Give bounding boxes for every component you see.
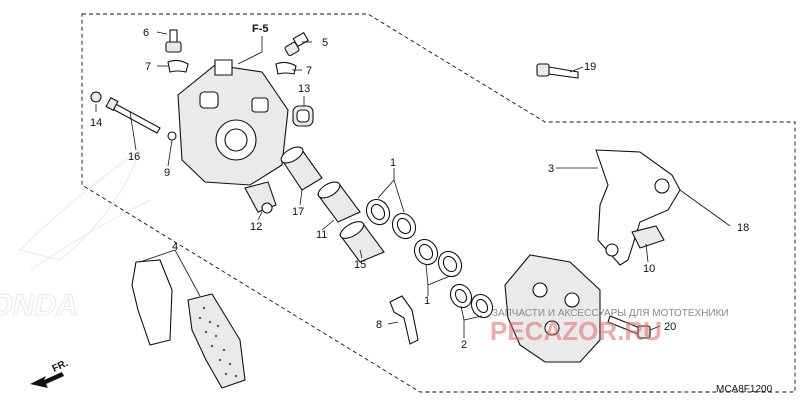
callout-15: 15	[354, 259, 366, 271]
pad-pin-16	[105, 96, 161, 134]
piston-17	[280, 146, 323, 191]
piston-11	[317, 181, 361, 223]
callout-16: 16	[128, 151, 140, 163]
assembly-boundary	[81, 13, 796, 393]
callout-1-lower: 1	[424, 295, 430, 307]
pad-spring-8	[389, 295, 419, 345]
callout-20: 20	[664, 321, 676, 333]
bolt-20	[607, 315, 651, 339]
brake-pads-4	[131, 259, 246, 389]
callout-7-left: 7	[145, 61, 151, 73]
callout-17: 17	[292, 206, 304, 218]
caliper-bracket-3	[595, 149, 681, 266]
bleeder-screw-6	[165, 29, 182, 53]
piston-seals-2	[449, 283, 494, 319]
watermark-brand: PECAZOR.RU	[490, 316, 662, 346]
caliper-body	[177, 59, 289, 186]
callout-13: 13	[298, 83, 310, 95]
sleeve-12	[244, 181, 277, 214]
clip-9	[167, 131, 177, 141]
pad-retainer-10	[631, 225, 665, 249]
callout-12: 12	[250, 221, 262, 233]
callout-11: 11	[316, 229, 327, 241]
front-label: FR.	[51, 358, 70, 375]
bleeder-cap-7-right	[275, 61, 297, 75]
bleeder-screw-5	[284, 31, 309, 57]
callout-4: 4	[172, 241, 178, 253]
piston-seals-1-upper	[365, 198, 417, 240]
callout-14: 14	[90, 117, 102, 129]
piston-seals-1-lower	[413, 238, 463, 278]
diagram-code: MCA8F1200	[716, 384, 773, 395]
callout-19: 19	[584, 61, 596, 73]
boot-13	[292, 105, 314, 127]
piston-15	[339, 221, 385, 263]
callout-10: 10	[643, 263, 655, 275]
section-reference: F-5	[252, 23, 269, 35]
callout-3: 3	[548, 163, 554, 175]
callout-9: 9	[164, 167, 170, 179]
caliper-outer-half	[504, 254, 601, 363]
bolt-19	[536, 63, 579, 79]
cap-14	[90, 91, 102, 103]
front-arrow-icon	[30, 372, 64, 388]
callout-7-right: 7	[306, 65, 312, 77]
callout-2: 2	[461, 339, 467, 351]
callout-1-upper: 1	[390, 157, 396, 169]
watermark-text: ЗАПЧАСТИ И АКСЕССУАРЫ ДЛЯ МОТОТЕХНИКИ	[492, 308, 729, 319]
svg-text:HONDA: HONDA	[0, 289, 81, 322]
callout-8: 8	[376, 319, 382, 331]
callout-5: 5	[322, 37, 328, 49]
callout-18: 18	[737, 222, 749, 234]
bleeder-cap-7-left	[167, 59, 189, 73]
honda-logo-watermark: HONDA	[0, 148, 151, 322]
callout-6: 6	[143, 27, 149, 39]
leader-lines	[95, 31, 731, 338]
